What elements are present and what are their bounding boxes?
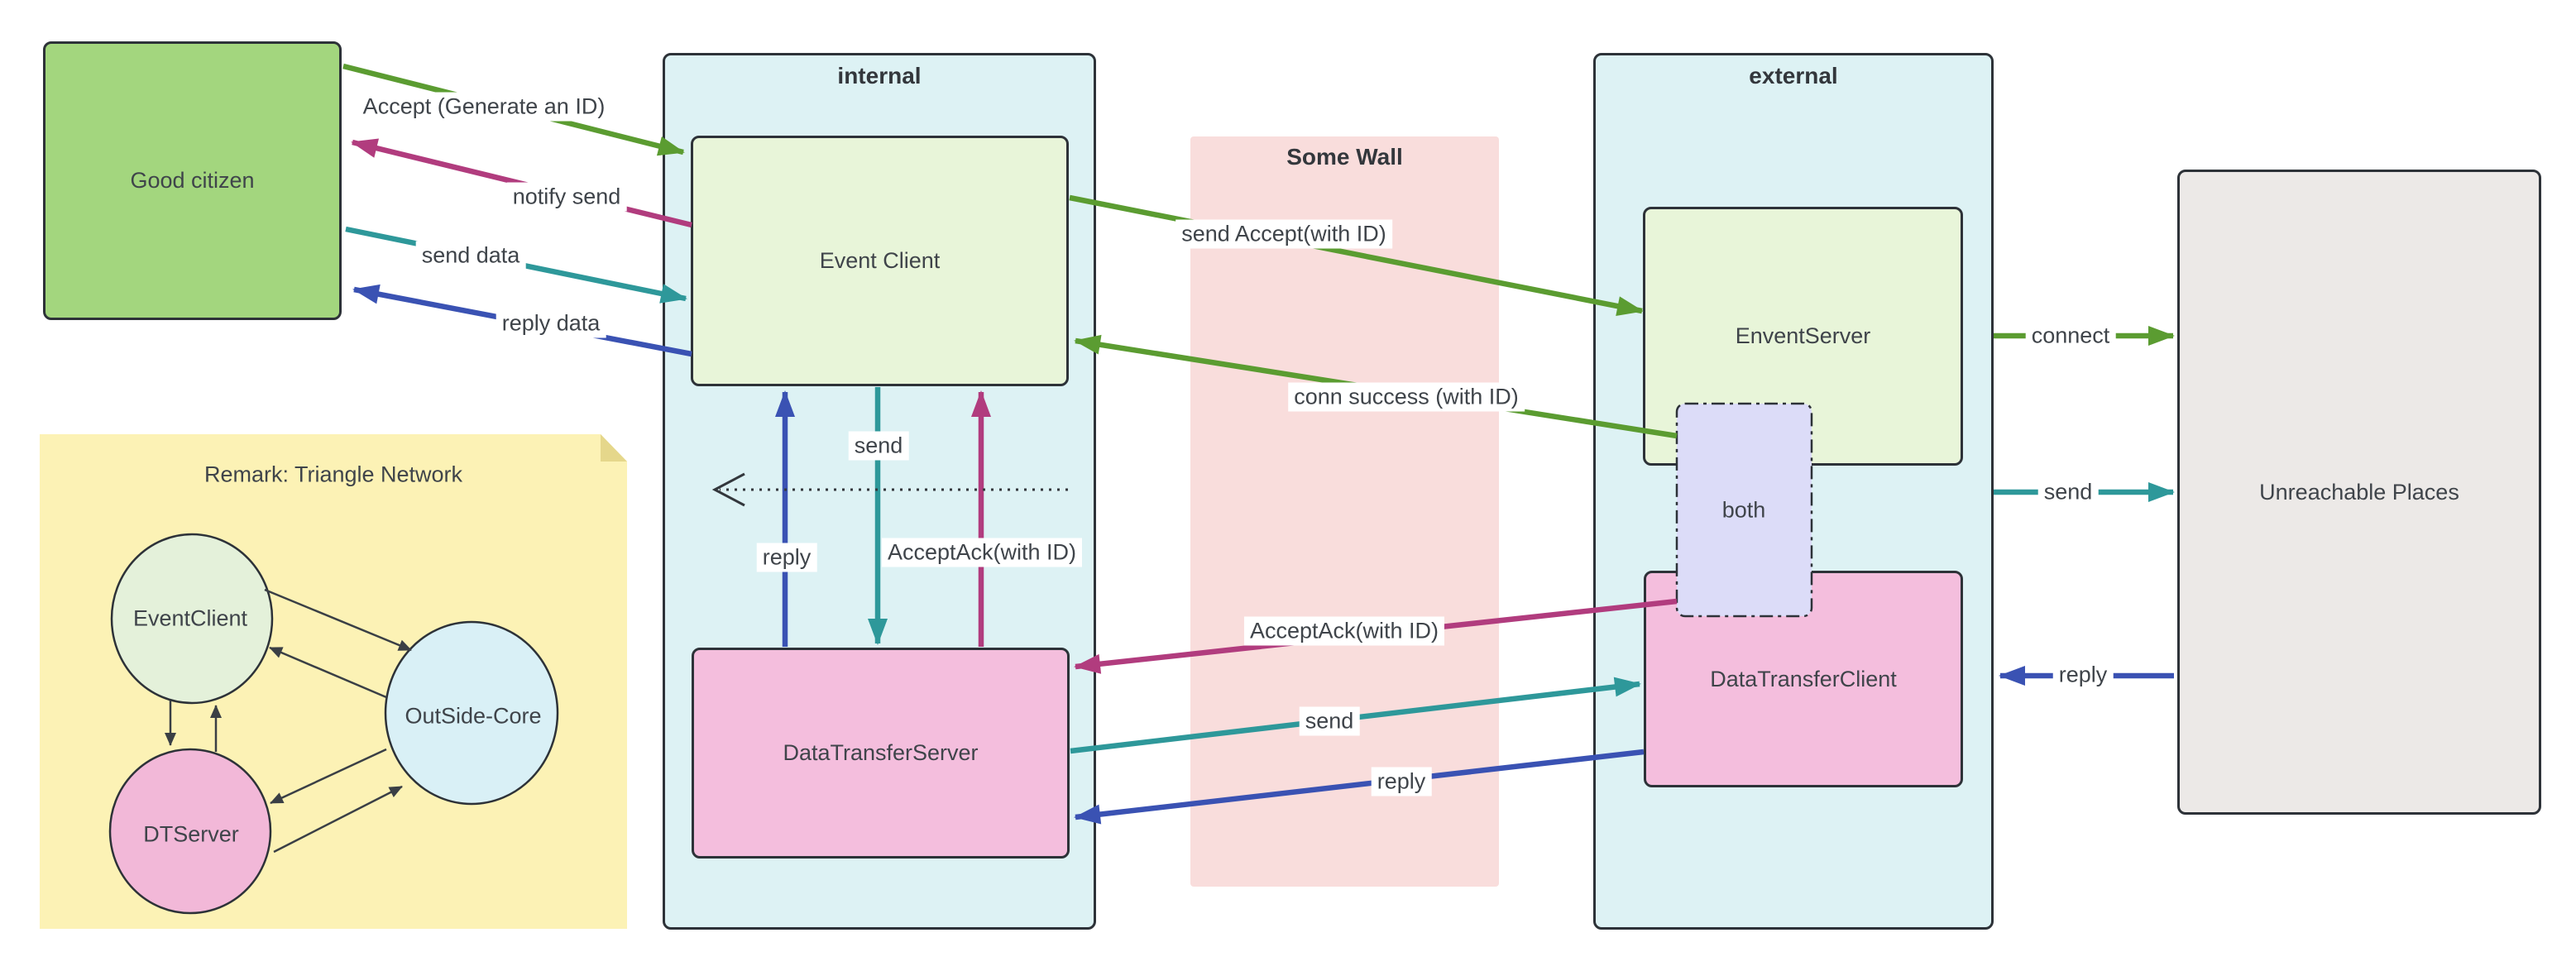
- node-data-transfer-client-label: DataTransferClient: [1710, 666, 1897, 691]
- node-good-citizen-label: Good citizen: [130, 168, 255, 193]
- node-both-label: both: [1721, 497, 1766, 523]
- note-arrow-outsidecore-to-dtserver: [270, 748, 387, 805]
- note-title: Remark: Triangle Network: [203, 462, 463, 487]
- node-unreachable-places-label: Unreachable Places: [2259, 479, 2459, 505]
- node-envent-server-label: EnventServer: [1735, 323, 1871, 348]
- note-ellipse-event-client: [110, 533, 274, 705]
- dotted-left-arrow-chevron-icon: [711, 472, 745, 507]
- edge-label-accept-generate-id: Accept (Generate an ID): [357, 92, 611, 122]
- note-ellipse-dt-server: [108, 748, 272, 915]
- note-ellipse-outside-core: [384, 620, 559, 806]
- edge-label-send-accept-with-id: send Accept(with ID): [1175, 219, 1392, 249]
- note-fold-corner: [601, 434, 627, 462]
- node-event-client-label: Event Client: [819, 248, 941, 273]
- edge-label-connect-right: connect: [2025, 321, 2116, 351]
- some-wall: Some Wall: [1190, 136, 1499, 887]
- edge-label-send-internal: send: [848, 431, 909, 461]
- edge-label-send-wall: send: [1299, 706, 1360, 736]
- edge-label-reply-right: reply: [2052, 660, 2114, 690]
- note-arrow-eventclient-to-outsidecore: [264, 588, 412, 652]
- note-arrow-outsidecore-to-eventclient: [269, 646, 387, 699]
- edge-label-send-data: send data: [415, 241, 526, 270]
- arrow-send-accept-with-id: [1069, 194, 1644, 316]
- edge-label-reply-wall: reply: [1371, 767, 1432, 796]
- arrow-reply-wall: [1074, 749, 1645, 825]
- some-wall-title: Some Wall: [1286, 144, 1403, 170]
- edge-label-acceptack-internal: AcceptAck(with ID): [881, 538, 1083, 567]
- container-internal-title: internal: [837, 63, 922, 88]
- note-label-outside-core: OutSide-Core: [405, 703, 542, 729]
- edge-label-conn-success: conn success (with ID): [1288, 382, 1525, 412]
- edge-label-send-right: send: [2037, 477, 2099, 507]
- node-unreachable-places: Unreachable Places: [2177, 170, 2541, 815]
- container-external-title: external: [1749, 63, 1838, 88]
- node-event-client: Event Client: [691, 136, 1069, 386]
- node-data-transfer-server: DataTransferServer: [692, 648, 1070, 859]
- edge-label-reply-data: reply data: [496, 309, 606, 338]
- note-label-dt-server: DTServer: [143, 821, 239, 847]
- node-data-transfer-server-label: DataTransferServer: [783, 740, 979, 765]
- node-both: [1675, 402, 1813, 618]
- node-good-citizen: Good citizen: [43, 41, 342, 320]
- note-label-event-client: EventClient: [132, 605, 248, 631]
- edge-label-acceptack-wall: AcceptAck(with ID): [1243, 616, 1445, 646]
- note-arrow-dtserver-to-outsidecore: [273, 785, 403, 854]
- edge-label-notify-send: notify send: [506, 182, 627, 212]
- edge-label-reply-internal: reply: [756, 543, 817, 572]
